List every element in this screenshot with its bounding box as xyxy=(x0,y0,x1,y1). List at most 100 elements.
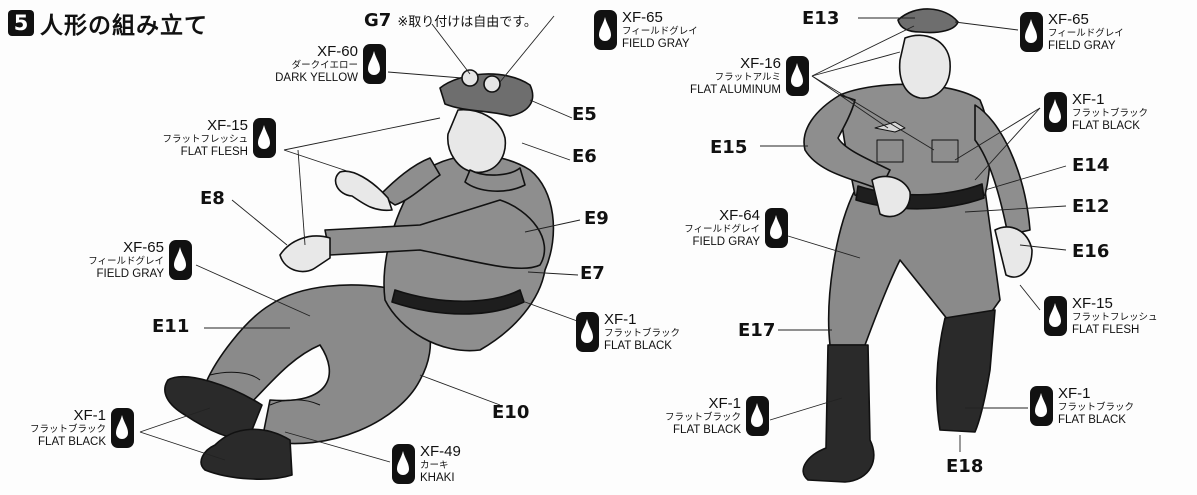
paint-callout-xf1-left: XF-1 フラットブラック FLAT BLACK xyxy=(30,408,134,449)
paint-drop-icon xyxy=(392,444,415,484)
part-e15-label: E15 xyxy=(710,137,748,158)
paint-callout-xf1-right: XF-1 フラットブラック FLAT BLACK xyxy=(1044,92,1148,133)
paint-drop-icon xyxy=(746,396,769,436)
part-e11-label: E11 xyxy=(152,316,190,337)
paint-drop-icon xyxy=(1020,12,1043,52)
part-e10-label: E10 xyxy=(492,402,530,423)
part-e8-label: E8 xyxy=(200,188,225,209)
seated-figure-arm-right xyxy=(324,199,546,270)
paint-code: XF-1 xyxy=(73,407,106,424)
paint-drop-icon xyxy=(169,240,192,280)
paint-name-jp: フラットフレッシュ xyxy=(1072,312,1158,323)
part-e9-label: E9 xyxy=(584,208,609,229)
paint-code: XF-65 xyxy=(123,239,164,256)
paint-drop-icon xyxy=(786,56,809,96)
paint-name-en: FIELD GRAY xyxy=(1048,40,1116,52)
paint-code: XF-15 xyxy=(207,117,248,134)
standing-figure-hand-right xyxy=(994,226,1033,278)
paint-name-en: FLAT BLACK xyxy=(1072,120,1140,132)
paint-code: XF-15 xyxy=(1072,295,1113,312)
step-number: 5 xyxy=(8,10,34,36)
part-e6-label: E6 xyxy=(572,146,597,167)
standing-figure-face xyxy=(898,34,951,99)
paint-drop-icon xyxy=(363,44,386,84)
paint-name-en: FLAT BLACK xyxy=(673,424,741,436)
paint-name-en: DARK YELLOW xyxy=(275,72,358,84)
paint-name-jp: カーキ xyxy=(420,460,449,471)
part-e7-label: E7 xyxy=(580,263,605,284)
part-g7-label: G7 xyxy=(364,10,392,31)
paint-callout-xf65-top: XF-65 フィールドグレイ FIELD GRAY xyxy=(594,10,698,51)
seated-figure-goggles-b xyxy=(483,75,501,93)
paint-callout-xf65-right: XF-65 フィールドグレイ FIELD GRAY xyxy=(1020,12,1124,53)
paint-name-en: FIELD GRAY xyxy=(692,236,760,248)
leader-lines xyxy=(139,15,1067,463)
paint-drop-icon xyxy=(765,208,788,248)
paint-callout-xf1-bottom-mid: XF-1 フラットブラック FLAT BLACK xyxy=(665,396,769,437)
paint-name-jp: フラットブラック xyxy=(1058,402,1135,413)
paint-name-jp: フラットブラック xyxy=(1072,108,1149,119)
paint-name-jp: フラットブラック xyxy=(664,412,741,423)
g7-note-text: ※取り付けは自由です。 xyxy=(397,15,537,30)
part-e17-label: E17 xyxy=(738,320,776,341)
paint-callout-xf15-left: XF-15 フラットフレッシュ FLAT FLESH xyxy=(162,118,276,159)
part-e18-label: E18 xyxy=(946,456,984,477)
paint-callout-xf60: XF-60 ダークイエロー DARK YELLOW xyxy=(275,44,386,85)
paint-name-jp: ダークイエロー xyxy=(291,60,358,71)
paint-name-jp: フィールドグレイ xyxy=(684,224,760,235)
paint-drop-icon xyxy=(111,408,134,448)
paint-code: XF-1 xyxy=(1072,91,1105,108)
standing-figure-right-boot xyxy=(935,309,996,433)
part-e16-label: E16 xyxy=(1072,241,1110,262)
part-e5-label: E5 xyxy=(572,104,597,125)
paint-callout-xf49: XF-49 カーキ KHAKI xyxy=(392,444,461,485)
paint-code: XF-49 xyxy=(420,443,461,460)
paint-code: XF-65 xyxy=(1048,11,1089,28)
paint-name-en: KHAKI xyxy=(420,472,455,484)
paint-code: XF-1 xyxy=(1058,385,1091,402)
paint-callout-xf65-left: XF-65 フィールドグレイ FIELD GRAY xyxy=(88,240,192,281)
paint-name-en: FIELD GRAY xyxy=(96,268,164,280)
paint-name-jp: フィールドグレイ xyxy=(88,256,164,267)
paint-name-en: FLAT BLACK xyxy=(1058,414,1126,426)
seated-figure-belt xyxy=(391,289,525,315)
paint-name-en: FLAT BLACK xyxy=(604,340,672,352)
standing-figure-hand-left xyxy=(871,175,911,218)
step-title: 人形の組み立て xyxy=(40,13,208,39)
paint-drop-icon xyxy=(1030,386,1053,426)
paint-callout-xf16: XF-16 フラットアルミ FLAT ALUMINUM xyxy=(690,56,809,97)
paint-name-jp: フィールドグレイ xyxy=(1048,28,1124,39)
paint-name-en: FLAT BLACK xyxy=(38,436,106,448)
paint-callout-xf64: XF-64 フィールドグレイ FIELD GRAY xyxy=(684,208,788,249)
standing-figure-eagle xyxy=(874,121,906,133)
standing-figure-left-boot xyxy=(802,344,875,483)
paint-name-jp: フラットフレッシュ xyxy=(162,134,248,145)
standing-figure-arm-right xyxy=(974,104,1031,236)
seated-figure-hand-right xyxy=(279,235,331,273)
seated-figure-goggles-a xyxy=(461,69,479,87)
paint-drop-icon xyxy=(576,312,599,352)
part-e13-label: E13 xyxy=(802,8,840,29)
part-e14-label: E14 xyxy=(1072,155,1110,176)
part-e12-label: E12 xyxy=(1072,196,1110,217)
paint-code: XF-65 xyxy=(622,9,663,26)
paint-code: XF-60 xyxy=(317,43,358,60)
paint-name-jp: フラットアルミ xyxy=(714,72,781,83)
paint-code: XF-64 xyxy=(719,207,760,224)
paint-name-jp: フラットブラック xyxy=(29,424,106,435)
step-heading: 5 人形の組み立て xyxy=(8,6,208,40)
paint-code: XF-1 xyxy=(604,311,637,328)
paint-name-en: FLAT ALUMINUM xyxy=(690,84,781,96)
paint-drop-icon xyxy=(253,118,276,158)
seated-figure xyxy=(164,69,555,480)
paint-drop-icon xyxy=(1044,296,1067,336)
standing-figure xyxy=(802,8,1033,483)
seated-figure-right-boot xyxy=(200,428,293,480)
seated-figure-collar xyxy=(464,167,526,192)
seated-figure-face xyxy=(447,108,507,174)
paint-name-en: FLAT FLESH xyxy=(180,146,248,158)
paint-name-en: FIELD GRAY xyxy=(622,38,690,50)
paint-name-jp: フィールドグレイ xyxy=(622,26,698,37)
